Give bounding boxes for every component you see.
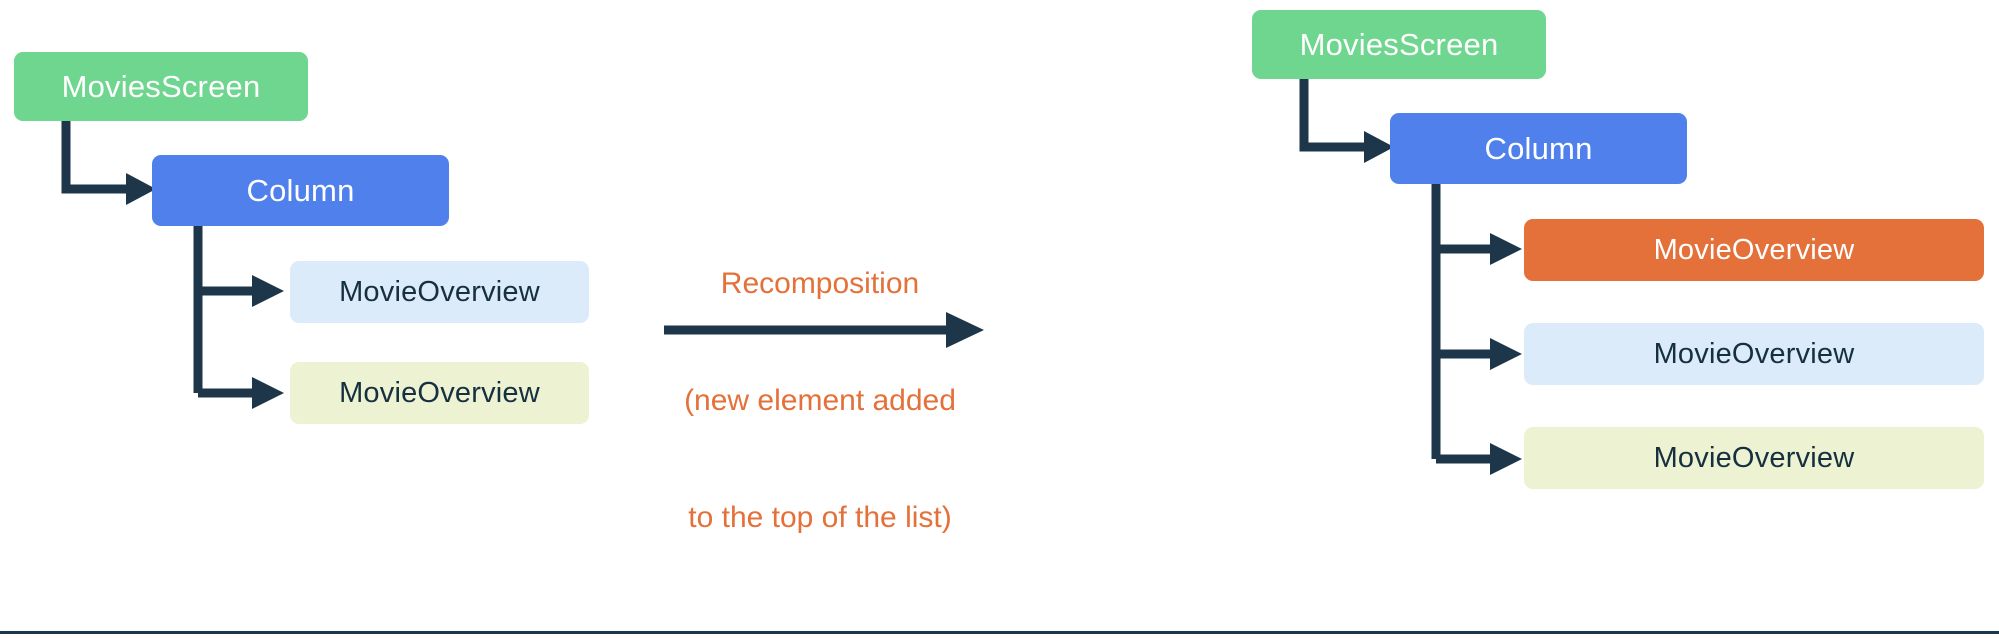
before-moviesscreen-label: MoviesScreen [61, 68, 261, 104]
after-moviesscreen-label: MoviesScreen [1299, 26, 1499, 62]
after-movieoverview-label-2: MovieOverview [1653, 337, 1855, 370]
before-column-label: Column [246, 172, 355, 208]
before-column-node: Column [152, 155, 449, 226]
after-movieoverview-node-3: MovieOverview [1524, 427, 1984, 489]
after-connector-root-to-column [1298, 79, 1398, 163]
before-movieoverview-node-1: MovieOverview [290, 261, 589, 323]
before-movieoverview-label-1: MovieOverview [339, 275, 540, 308]
after-movieoverview-label-3: MovieOverview [1653, 441, 1855, 474]
after-movieoverview-node-2: MovieOverview [1524, 323, 1984, 385]
recomposition-caption-line-1: Recomposition [720, 267, 920, 300]
recomposition-caption: Recomposition (new element added to the … [655, 186, 985, 615]
after-movieoverview-node-1: MovieOverview [1524, 219, 1984, 281]
before-movieoverview-label-2: MovieOverview [339, 376, 540, 409]
before-connector-root-to-column [60, 121, 160, 205]
recomposition-caption-line-3: to the top of the list) [688, 501, 952, 534]
bottom-divider [0, 631, 1999, 634]
recomposition-caption-line-2: (new element added [684, 384, 956, 417]
before-movieoverview-node-2: MovieOverview [290, 362, 589, 424]
before-moviesscreen-node: MoviesScreen [14, 52, 308, 121]
after-movieoverview-label-1: MovieOverview [1653, 233, 1855, 266]
after-moviesscreen-node: MoviesScreen [1252, 10, 1546, 79]
after-column-node: Column [1390, 113, 1687, 184]
before-connector-column-to-children [192, 226, 302, 416]
after-column-label: Column [1484, 130, 1593, 166]
